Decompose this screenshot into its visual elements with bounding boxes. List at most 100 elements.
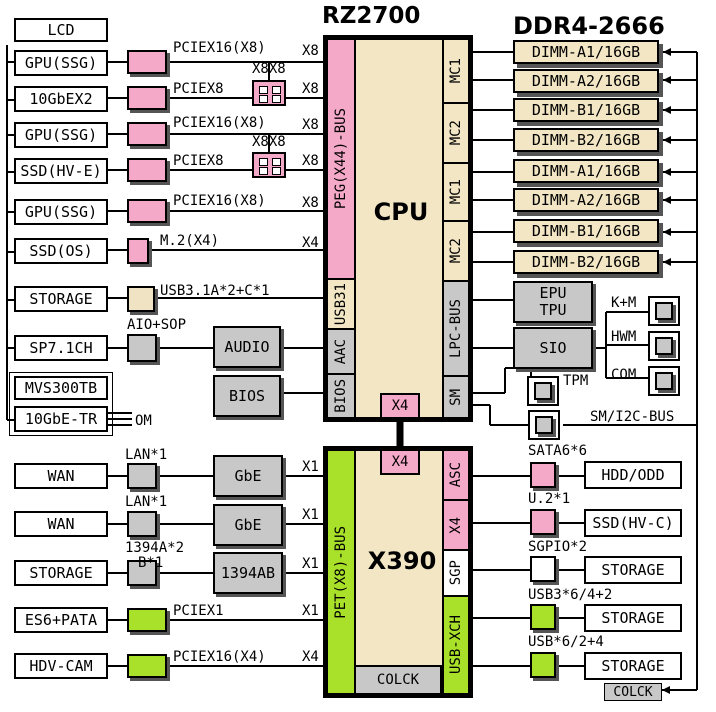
chipset-x4-link: X4 [380,451,420,475]
dimm-slot-2: DIMM-A2/16GB [513,69,659,93]
chip-sio: SIO [513,327,593,369]
label-x1-3: X1 [302,556,319,572]
dimm-slot-4: DIMM-B2/16GB [513,128,659,152]
colck-block: COLCK [356,665,442,693]
dimm-slot-3: DIMM-B1/16GB [513,98,659,122]
port-com [648,366,680,396]
chip-gbe-2: GbE [213,504,283,546]
sgp-port: SGP [442,549,468,595]
device-storage-3: STORAGE [584,556,682,584]
chipset-block: PET(X8)-BUS X4 X390 ASC X4 SGP USB-XCH C… [323,446,473,698]
port-km [648,296,680,326]
mc1-b: MC1 [442,162,468,220]
label-pciex1: PCIEX1 [173,603,224,619]
nic-group-outline [9,372,113,436]
device-storage-1: STORAGE [14,286,108,312]
slot-pcie-1 [127,50,167,74]
chip-1394ab: 1394AB [213,552,283,594]
port-smbus [528,410,560,440]
sm-port: SM [442,375,468,417]
label-lan-1: LAN*1 [125,447,168,463]
label-pcie16-2: PCIEX16(X8) [173,115,266,131]
label-sgpio: SGPIO*2 [528,539,588,555]
label-x1-4: X1 [302,603,319,619]
device-hdv-cam: HDV-CAM [14,653,108,679]
label-aio-sop: AIO+SOP [127,317,187,333]
dimm-slot-1: DIMM-A1/16GB [513,40,659,64]
label-x4-2: X4 [302,649,319,665]
device-storage-4: STORAGE [584,604,682,632]
label-x8x8-1: X8X8 [252,61,286,77]
device-gpu-1: GPU(SSG) [14,50,108,76]
device-ssd-os: SSD(OS) [14,238,108,264]
device-10gbe-x2: 10GbEX2 [14,86,108,112]
port-u2 [530,509,556,535]
label-pcie8-2: PCIEX8 [173,153,224,169]
device-gpu-3: GPU(SSG) [14,199,108,225]
port-hwm [648,331,680,361]
mc1-a: MC1 [442,40,468,102]
label-sata: SATA6*6 [528,443,588,459]
switch-x8x8-2 [252,152,286,178]
label-lan-2: LAN*1 [125,494,168,510]
asc-port: ASC [442,451,468,499]
dimm-slot-8: DIMM-B2/16GB [513,250,659,274]
label-x8-5: X8 [302,195,319,211]
slot-pciex1 [127,608,167,632]
label-x8-1: X8 [302,43,319,59]
slot-usb31 [127,286,155,312]
label-x8-3: X8 [302,117,319,133]
x4-port: X4 [442,499,468,549]
slot-pcie-2 [127,86,167,110]
label-com: COM [611,367,637,383]
device-sp71ch: SP7.1CH [14,335,108,361]
slot-pcie-3 [127,122,167,146]
slot-aio [127,334,157,362]
label-pcie8-1: PCIEX8 [173,81,224,97]
switch-x8x8-1 [252,80,286,106]
cpu-label: CPU [373,198,429,226]
label-km: K+M [611,295,637,311]
label-om: OM [135,413,152,429]
label-pcie16x4: PCIEX16(X4) [173,649,266,665]
label-x8-2: X8 [302,81,319,97]
cpu-model-title: RZ2700 [322,3,421,29]
label-pcie16-1: PCIEX16(X8) [173,40,266,56]
mc2-a: MC2 [442,102,468,162]
label-x4-1: X4 [302,235,319,251]
usb31-port: USB31 [328,278,356,328]
device-storage-5: STORAGE [584,652,682,680]
mc2-b: MC2 [442,220,468,280]
device-storage-2: STORAGE [14,560,108,586]
device-wan-1: WAN [14,463,108,489]
slot-pcie-5 [127,199,167,223]
label-usb: USB*6/2+4 [528,634,604,650]
cpu-x4-link: X4 [380,393,420,417]
cpu-block: PEG(X44)-BUS USB31 AAC BIOS CPU MC1 MC2 … [323,35,473,422]
label-1394a: 1394A*2 [125,540,185,556]
device-lcd: LCD [14,18,108,42]
chip-gbe-1: GbE [213,455,283,497]
port-sata [530,462,556,488]
port-usb [530,652,556,678]
device-hdd-odd: HDD/ODD [584,461,682,489]
aac-port: AAC [328,328,356,373]
slot-1394 [127,560,157,586]
device-mvs300tb: MVS300TB [14,376,108,400]
device-es6-pata: ES6+PATA [14,607,108,633]
slot-lan-1 [127,463,157,489]
label-x8-4: X8 [302,153,319,169]
label-u2: U.2*1 [528,491,571,507]
label-1394b: B*1 [138,555,164,571]
label-x1-2: X1 [302,507,319,523]
dimm-slot-5: DIMM-A1/16GB [513,159,659,183]
port-usb3 [530,604,556,630]
dimm-slot-6: DIMM-A2/16GB [513,188,659,212]
chip-audio: AUDIO [213,326,281,368]
chip-bios: BIOS [213,375,281,417]
label-hwm: HWM [611,329,637,345]
label-usb31: USB3.1A*2+C*1 [160,283,270,299]
usb-xch-port: USB-XCH [442,595,468,693]
